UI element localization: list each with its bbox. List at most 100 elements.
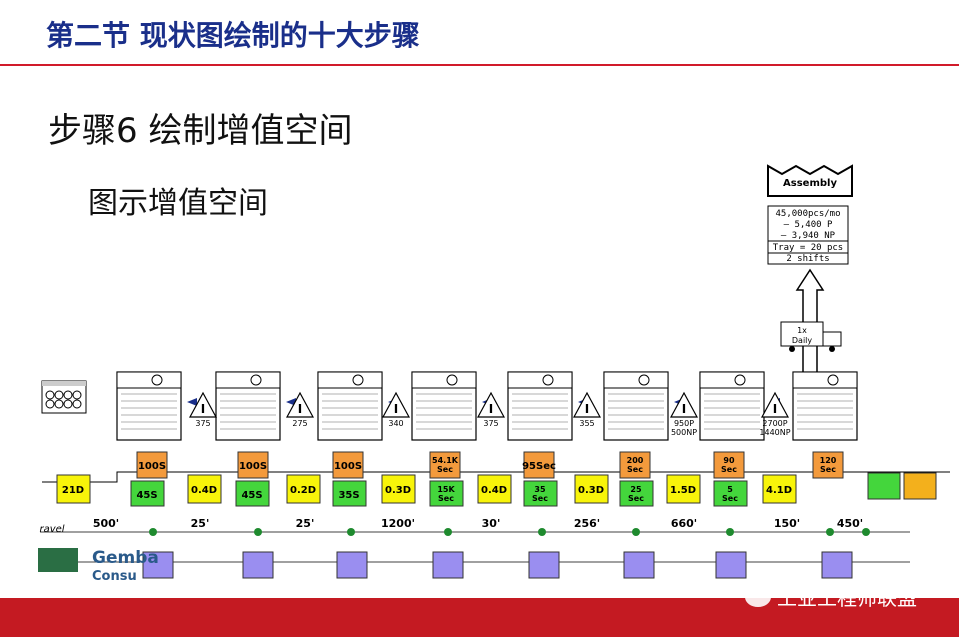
travel-distance: 1200' <box>381 517 415 530</box>
va-time-label: 35S <box>338 490 359 501</box>
step-title: 步骤6 绘制增值空间 <box>48 111 353 151</box>
travel-node <box>632 528 640 536</box>
kanban-card <box>242 551 274 579</box>
push-arrow-icon <box>187 398 197 406</box>
travel-distance: 660' <box>671 517 697 530</box>
shipment-schedule: Daily <box>792 336 813 345</box>
watermark: 工业工程师联盟 <box>745 582 917 611</box>
inventory-triangle-icon: I <box>669 391 699 418</box>
gemba-logo: Gemba Consu <box>38 548 159 584</box>
inventory-triangle-icon: I <box>285 391 315 418</box>
footer-bar <box>0 598 959 637</box>
logo-subline: Consu <box>92 569 137 584</box>
inventory-triangle-icon: I <box>188 391 218 418</box>
kanban-card <box>715 551 747 579</box>
travel-node <box>862 528 870 536</box>
cycle-time-label: 100S <box>239 461 267 472</box>
customer-name: Assembly <box>783 178 837 189</box>
travel-node <box>444 528 452 536</box>
svg-text:I: I <box>585 402 589 416</box>
svg-text:I: I <box>682 402 686 416</box>
travel-distance: 25' <box>296 517 315 530</box>
inventory-count: 375 <box>483 419 498 428</box>
process-box <box>699 371 765 441</box>
travel-label: ravel <box>39 524 64 535</box>
travel-distance: 500' <box>93 517 119 530</box>
svg-text:I: I <box>298 402 302 416</box>
wait-time-label: 0.3D <box>385 485 411 496</box>
wait-time-label: 4.1D <box>766 485 792 496</box>
va-time-label: 45S <box>241 490 262 501</box>
travel-node <box>149 528 157 536</box>
cycle-time-label: 100S <box>138 461 166 472</box>
kanban-card <box>142 551 174 579</box>
kanban-card <box>336 551 368 579</box>
total-va-box <box>867 472 901 500</box>
travel-distance: 150' <box>774 517 800 530</box>
wait-time-note: 0.3D <box>574 474 609 504</box>
wait-time-label: 21D <box>62 485 84 496</box>
kanban-card <box>528 551 560 579</box>
wait-time-note: 0.4D <box>477 474 512 504</box>
cycle-time-note: 100S <box>136 451 168 479</box>
watermark-text: 工业工程师联盟 <box>777 586 917 610</box>
supplier-icon <box>41 380 87 414</box>
kanban-card <box>821 551 853 579</box>
va-time-label: 45S <box>136 490 157 501</box>
process-box <box>792 371 858 441</box>
header-divider <box>0 64 959 66</box>
travel-node <box>726 528 734 536</box>
travel-node <box>826 528 834 536</box>
process-box <box>507 371 573 441</box>
wait-time-label: 1.5D <box>670 485 696 496</box>
section-subtitle: 图示增值空间 <box>88 186 268 221</box>
travel-node <box>254 528 262 536</box>
inventory-triangle-icon: I <box>572 391 602 418</box>
wait-time-label: 0.4D <box>481 485 507 496</box>
wait-time-note: 1.5D <box>666 474 701 504</box>
svg-text:I: I <box>773 402 777 416</box>
inventory-triangle-icon: I <box>476 391 506 418</box>
process-box <box>215 371 281 441</box>
value-added-time-note: 45S <box>235 480 270 507</box>
value-added-time-note: 45S <box>130 480 165 507</box>
customer-tray: Tray = 20 pcs <box>773 243 843 253</box>
value-stream-map: Assembly 45,000pcs/mo – 5,400 P – 3,940 … <box>38 164 950 584</box>
wait-time-note: 0.3D <box>381 474 416 504</box>
process-box <box>317 371 383 441</box>
customer-demand-np: – 3,940 NP <box>781 231 836 241</box>
inventory-triangle-icon: I <box>381 391 411 418</box>
inventory-count: 275 <box>292 419 307 428</box>
kanban-card <box>623 551 655 579</box>
wait-time-note: 0.2D <box>286 474 321 504</box>
svg-text:I: I <box>201 402 205 416</box>
inventory-count: 375 <box>195 419 210 428</box>
cycle-time-label: 100S <box>334 461 362 472</box>
kanban-card <box>432 551 464 579</box>
customer-shifts: 2 shifts <box>786 254 829 264</box>
travel-distance: 450' <box>837 517 863 530</box>
shipment-truck-icon: 1x Daily <box>780 321 842 352</box>
value-added-time-note: 35S <box>332 480 367 507</box>
travel-node <box>347 528 355 536</box>
customer-demand-p: – 5,400 P <box>784 220 833 230</box>
wait-time-label: 0.2D <box>290 485 316 496</box>
